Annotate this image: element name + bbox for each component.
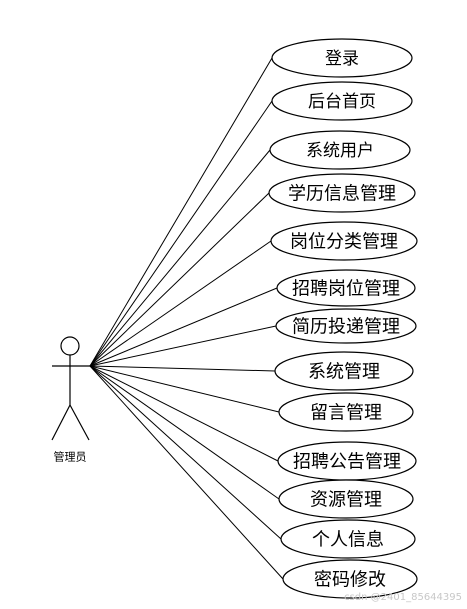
association-line-backend-home [89,100,273,367]
association-line-message-management [89,365,280,413]
actor-left-leg [51,404,71,441]
use-case-group: 登录后台首页系统用户学历信息管理岗位分类管理招聘岗位管理简历投递管理系统管理留言… [268,38,418,599]
use-case-recruitment-notice: 招聘公告管理 [277,441,417,481]
watermark-text: csdn @2401_85644395 [344,592,462,603]
use-case-label: 招聘岗位管理 [292,279,400,300]
use-case-label: 登录 [325,49,359,69]
association-lines [89,57,284,580]
use-case-label: 后台首页 [308,92,376,112]
actor-head [60,336,80,356]
use-case-education-info: 学历信息管理 [268,173,416,213]
use-case-ellipse [276,269,416,307]
association-line-system-users [89,149,271,367]
use-case-recruitment-jobs: 招聘岗位管理 [276,269,416,307]
use-case-label: 系统管理 [308,362,380,383]
use-case-login: 登录 [271,38,413,78]
use-case-label: 个人信息 [312,530,384,551]
use-case-ellipse [278,392,414,432]
use-case-ellipse [271,81,413,121]
use-case-label: 岗位分类管理 [290,232,398,253]
use-case-label: 留言管理 [310,403,382,424]
use-case-resource-management: 资源管理 [278,479,414,519]
use-case-label: 招聘公告管理 [293,452,401,473]
use-case-password-change: 密码修改 [282,559,418,599]
association-line-education-info [89,192,270,367]
use-case-system-management: 系统管理 [274,351,414,391]
association-line-recruitment-notice [89,365,279,462]
use-case-ellipse [282,559,418,599]
use-case-personal-info: 个人信息 [280,519,416,559]
use-case-ellipse [270,221,418,261]
use-case-resume-submission: 简历投递管理 [275,308,417,344]
association-line-job-category [89,240,272,367]
use-case-label: 学历信息管理 [288,184,396,205]
use-case-backend-home: 后台首页 [271,81,413,121]
actor-right-leg [69,404,90,441]
actor-label: 管理员 [54,450,87,464]
association-line-password-change [89,365,284,580]
association-line-resume-submission [89,325,277,367]
use-case-ellipse [268,173,416,213]
association-line-personal-info [89,365,282,540]
use-case-message-management: 留言管理 [278,392,414,432]
use-case-job-category: 岗位分类管理 [270,221,418,261]
actor-admin: 管理员 [51,336,90,464]
use-case-ellipse [274,351,414,391]
use-case-label: 系统用户 [306,141,374,161]
association-line-system-management [89,365,276,372]
use-case-ellipse [271,38,413,78]
use-case-ellipse [278,479,414,519]
association-line-resource-management [89,365,280,500]
association-line-login [89,57,273,367]
use-case-ellipse [269,130,411,170]
use-case-label: 简历投递管理 [292,317,400,338]
use-case-label: 密码修改 [314,570,386,591]
association-line-recruitment-jobs [89,287,278,367]
use-case-ellipse [280,519,416,559]
use-case-ellipse [275,308,417,344]
use-case-system-users: 系统用户 [269,130,411,170]
use-case-label: 资源管理 [310,490,382,511]
